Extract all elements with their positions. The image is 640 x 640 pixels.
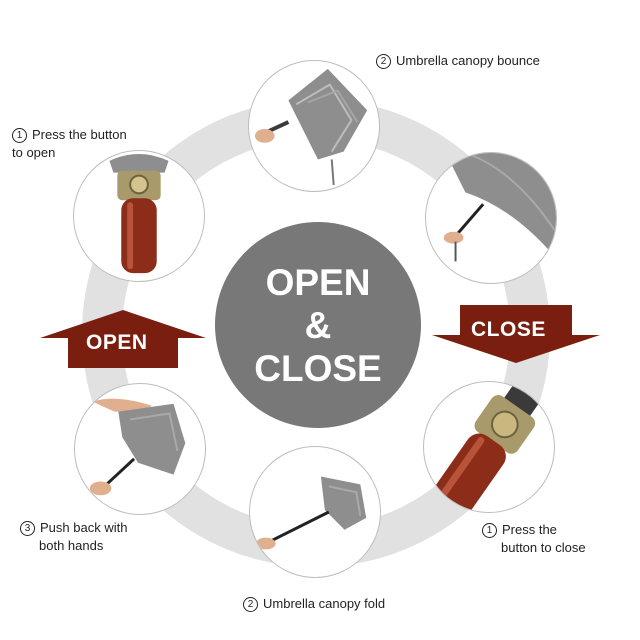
step-number: 3 bbox=[20, 521, 35, 536]
folded-umbrella-icon bbox=[255, 476, 367, 550]
handle-close-button-icon bbox=[430, 382, 545, 512]
center-title-line2: & bbox=[304, 304, 332, 346]
open-umbrella-icon bbox=[443, 153, 556, 262]
step-bounce-image bbox=[248, 60, 380, 192]
close-arrow bbox=[432, 305, 600, 363]
step-fold-image bbox=[249, 446, 381, 578]
opening-umbrella-icon bbox=[254, 68, 368, 186]
close-arrow-label: CLOSE bbox=[471, 318, 546, 341]
center-title-circle: OPEN & CLOSE bbox=[215, 222, 421, 428]
step-push-back-image bbox=[74, 383, 206, 515]
step-number: 1 bbox=[482, 523, 497, 538]
center-title-line1: OPEN bbox=[265, 261, 371, 303]
step-press-close-image bbox=[423, 381, 555, 513]
open-arrow-label: OPEN bbox=[86, 331, 148, 354]
step-number: 2 bbox=[376, 54, 391, 69]
step-number: 2 bbox=[243, 597, 258, 612]
open-arrow bbox=[40, 310, 206, 368]
center-title-line3: CLOSE bbox=[254, 347, 382, 389]
step-open-umbrella-image bbox=[425, 152, 557, 284]
step-number: 1 bbox=[12, 128, 27, 143]
pushing-umbrella-icon bbox=[89, 398, 186, 496]
step-press-open-image bbox=[73, 150, 205, 282]
closed-umbrella-handle-icon bbox=[109, 153, 169, 274]
